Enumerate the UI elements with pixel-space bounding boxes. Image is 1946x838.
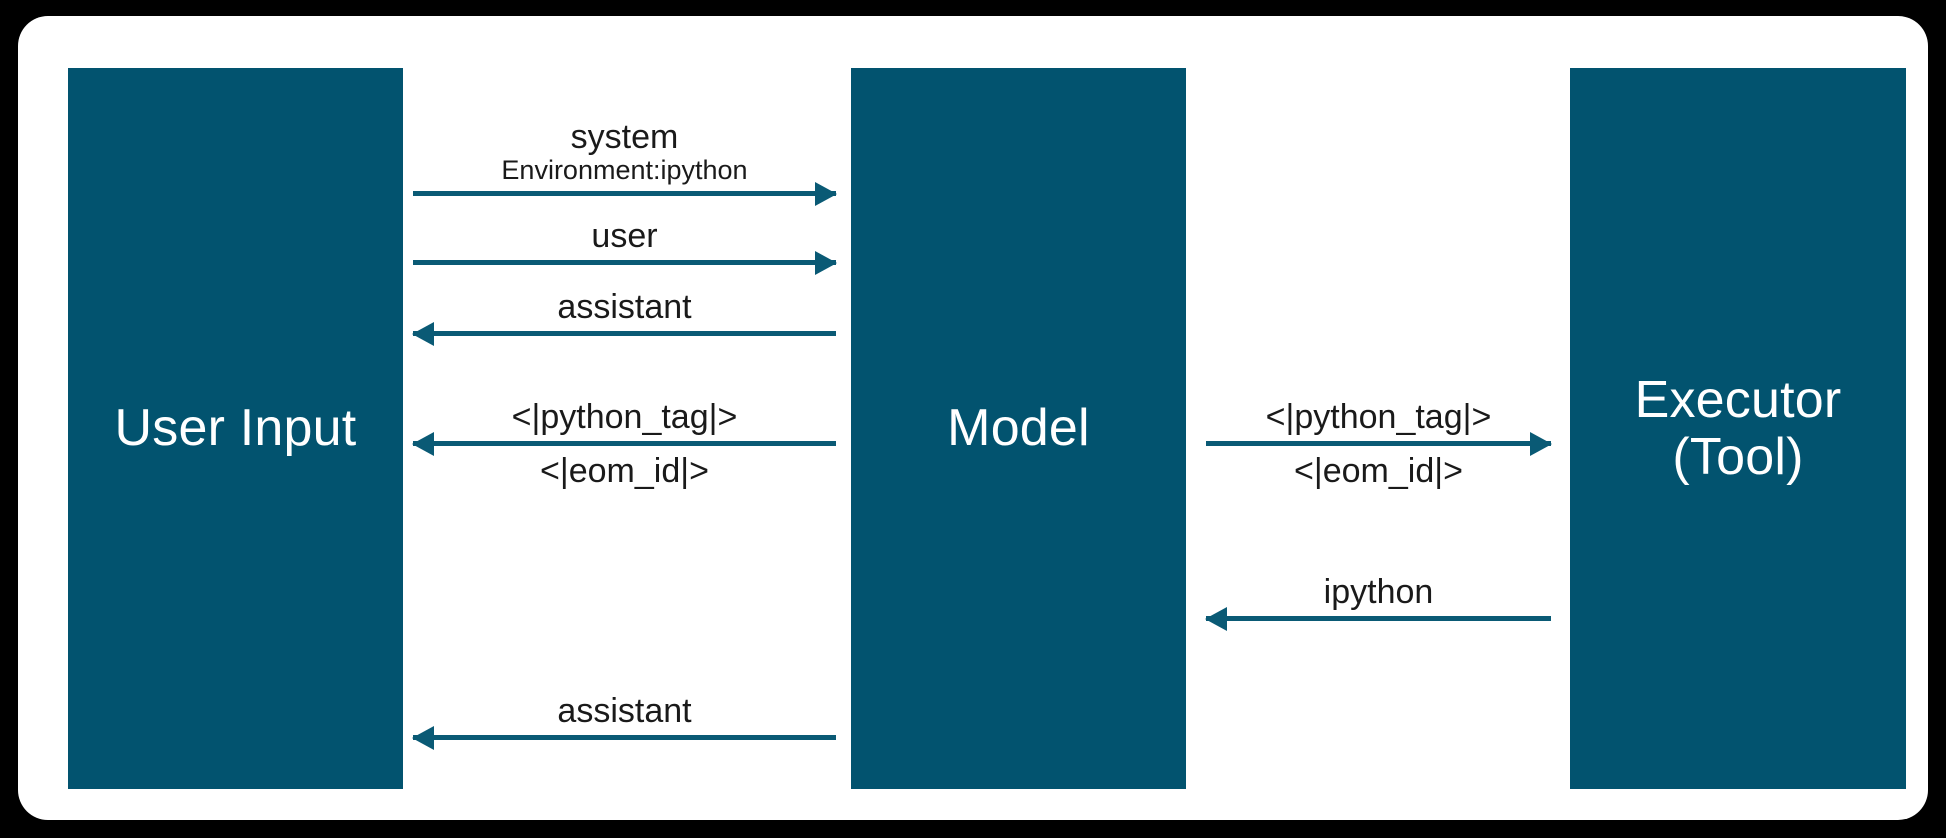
arrow-head-left-icon bbox=[412, 432, 434, 456]
participant-executor: Executor (Tool) bbox=[1570, 68, 1906, 789]
message-python-tag-left-shaft bbox=[413, 441, 836, 446]
message-python-tag-right-label: <|python_tag|> bbox=[1265, 397, 1492, 436]
message-user-label: user bbox=[591, 216, 658, 255]
message-python-tag-right-sublabel: <|eom_id|> bbox=[1294, 452, 1463, 490]
arrow-head-left-icon bbox=[412, 726, 434, 750]
message-ipython-shaft bbox=[1206, 616, 1551, 621]
arrow-head-left-icon bbox=[412, 322, 434, 346]
participant-executor-label-line2: (Tool) bbox=[1672, 427, 1804, 486]
message-assistant-2-label: assistant bbox=[557, 691, 692, 730]
message-assistant-2-shaft bbox=[413, 735, 836, 740]
message-assistant-1-shaft bbox=[413, 331, 836, 336]
arrow-head-right-icon bbox=[1530, 432, 1552, 456]
message-python-tag-left-label: <|python_tag|> bbox=[511, 397, 738, 436]
diagram-card: User Input Model Executor (Tool) system … bbox=[18, 16, 1928, 820]
participant-user-input: User Input bbox=[68, 68, 403, 789]
message-system-sublabel: Environment:ipython bbox=[501, 155, 748, 186]
participant-model-label: Model bbox=[947, 399, 1090, 458]
message-system-shaft bbox=[413, 191, 836, 196]
arrow-head-right-icon bbox=[815, 182, 837, 206]
message-ipython-label: ipython bbox=[1323, 572, 1434, 611]
participant-executor-label: Executor bbox=[1634, 371, 1842, 430]
arrow-head-right-icon bbox=[815, 251, 837, 275]
message-system-label: system Environment:ipython bbox=[413, 118, 836, 186]
message-python-tag-left-sublabel: <|eom_id|> bbox=[540, 452, 709, 490]
message-assistant-1-label: assistant bbox=[557, 287, 692, 326]
arrow-head-left-icon bbox=[1205, 607, 1227, 631]
participant-user-input-label: User Input bbox=[114, 399, 357, 458]
message-python-tag-right-shaft bbox=[1206, 441, 1551, 446]
message-user-shaft bbox=[413, 260, 836, 265]
participant-model: Model bbox=[851, 68, 1186, 789]
